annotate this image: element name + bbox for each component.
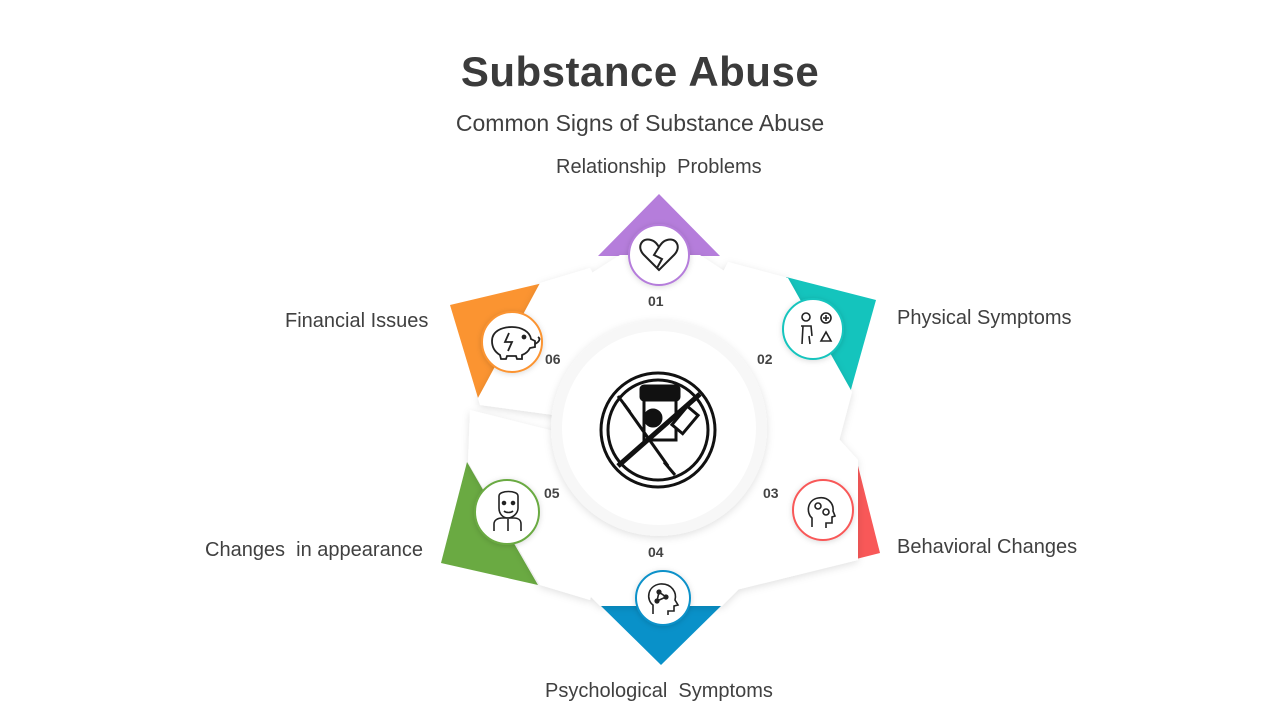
icon-circle-01[interactable] [628,224,690,286]
item-label-03: Behavioral Changes [897,536,1078,558]
brain-network-icon [647,583,680,615]
item-number-01: 01 [648,293,664,309]
broken-heart-icon [639,238,679,272]
item-label-01: Relationship Problems [556,156,762,178]
item-number-02: 02 [757,351,773,367]
piggy-bank-icon [491,326,541,360]
icon-circle-03[interactable] [792,479,854,541]
icon-circle-05[interactable] [474,479,540,545]
item-number-06: 06 [545,351,561,367]
item-number-05: 05 [544,485,560,501]
mask-person-icon [493,490,522,531]
icon-circle-04[interactable] [635,570,691,626]
item-label-05: Changes in appearance [205,539,423,561]
head-gears-icon [807,496,837,528]
page-subtitle: Common Signs of Substance Abuse [455,110,825,136]
item-number-04: 04 [648,544,664,560]
item-label-06: Financial Issues [285,310,429,332]
icon-circle-02[interactable] [782,298,844,360]
item-label-02: Physical Symptoms [897,307,1072,329]
person-warning-icon [801,312,833,345]
item-label-04: Psychological Symptoms [545,680,773,702]
no-drugs-icon [599,371,717,489]
page-title: Substance Abuse [460,48,820,95]
icon-circle-06[interactable] [481,311,543,373]
triangle-04 [600,605,722,665]
item-number-03: 03 [763,485,779,501]
panel-04 [566,515,756,606]
